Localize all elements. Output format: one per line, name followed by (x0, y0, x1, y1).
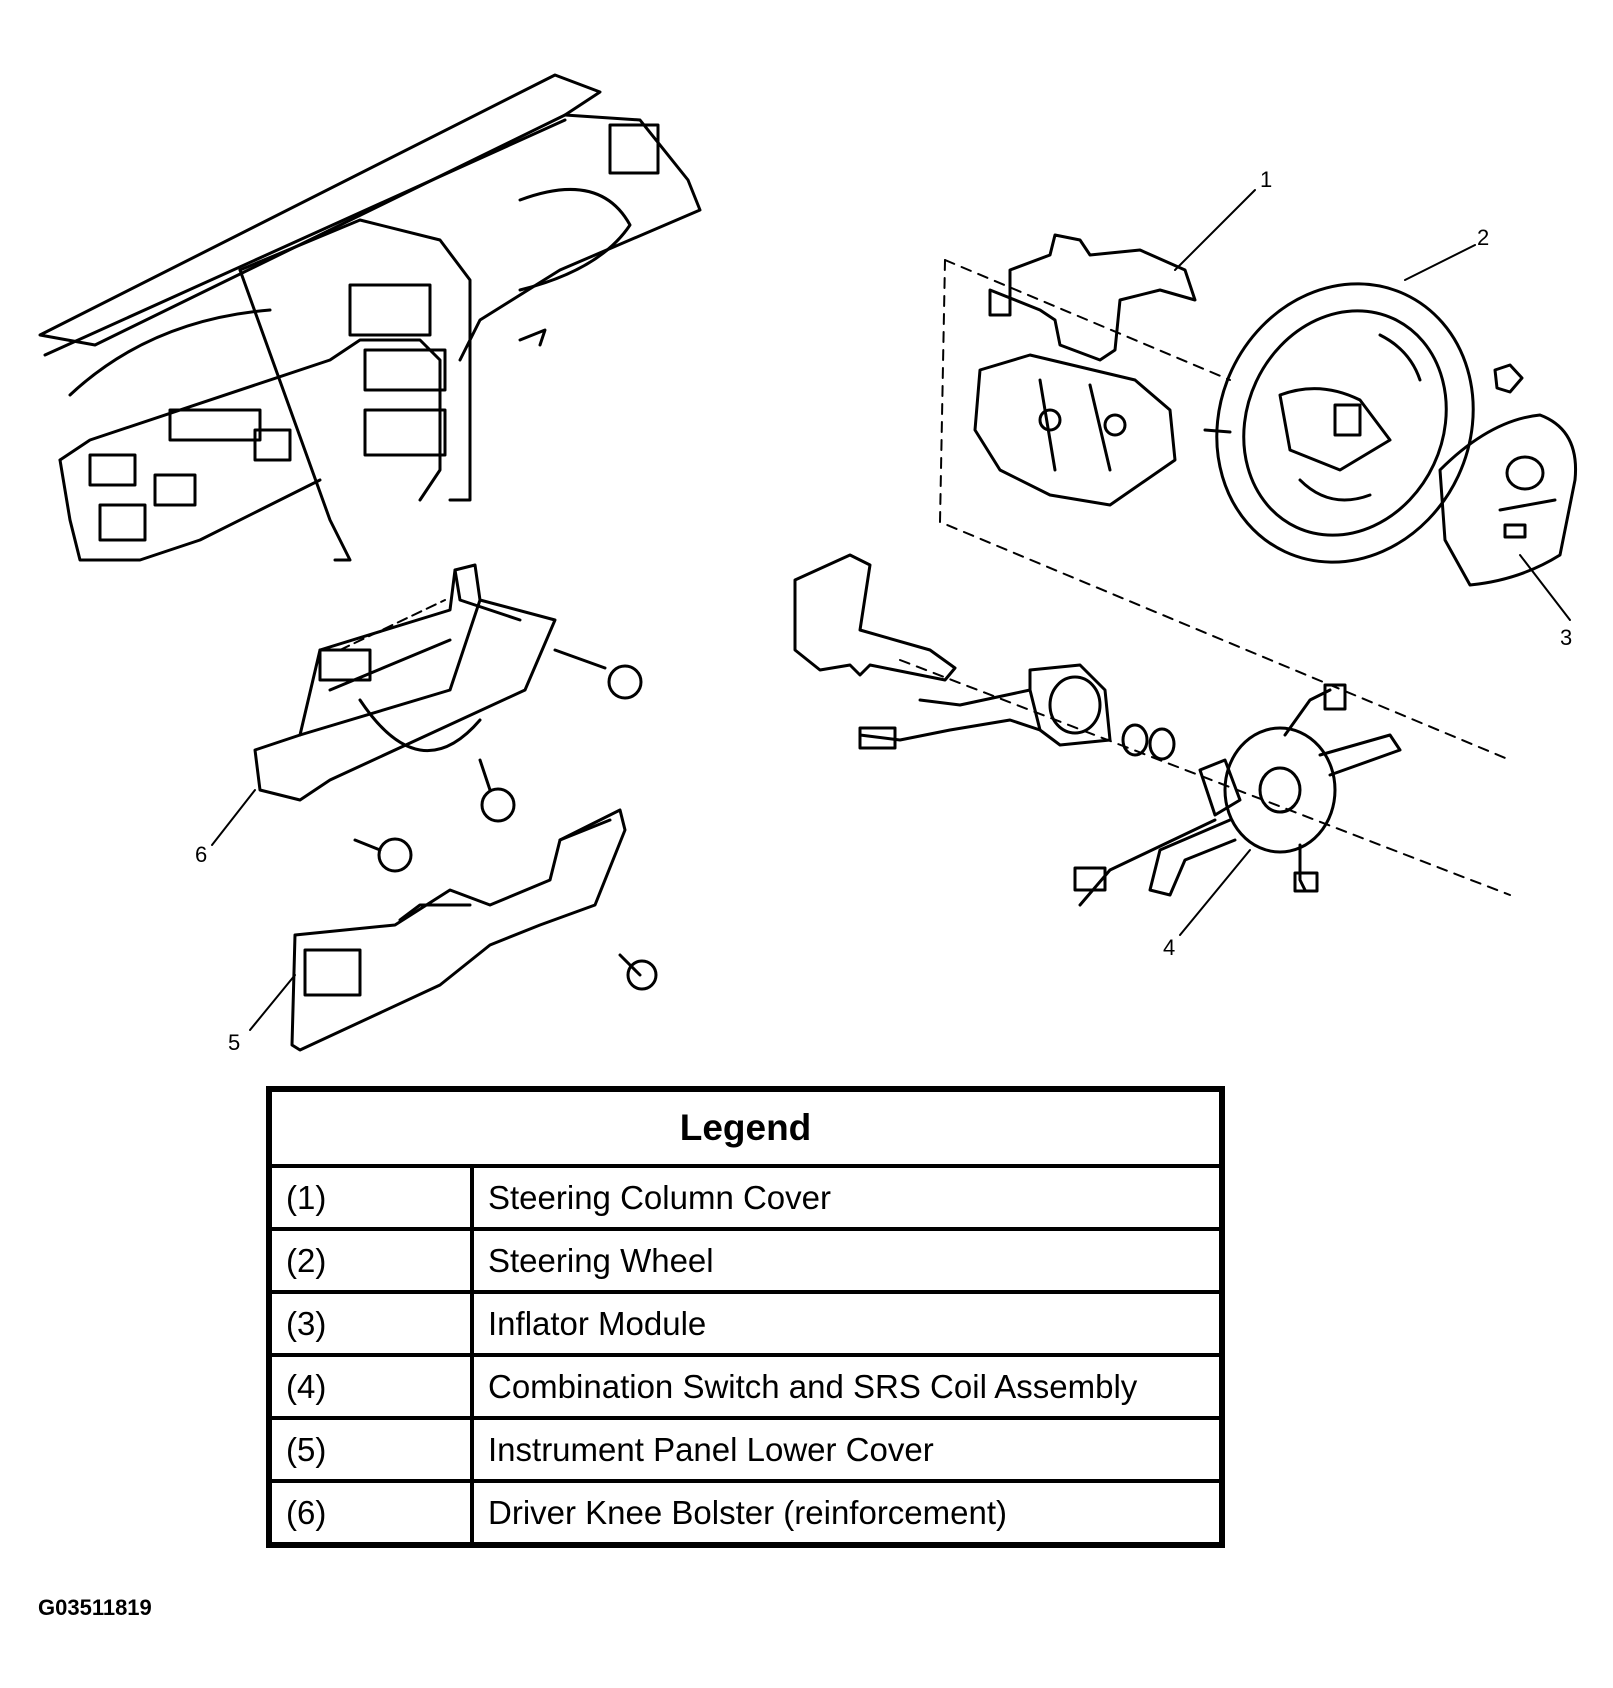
legend-label: Steering Column Cover (470, 1164, 1224, 1231)
legend-table: Legend (1) Steering Column Cover (2) Ste… (266, 1086, 1225, 1548)
figure-id: G03511819 (38, 1595, 152, 1620)
legend-label: Driver Knee Bolster (reinforcement) (470, 1479, 1224, 1547)
inflator-module-drawing (1438, 413, 1578, 587)
legend-number: (3) (267, 1290, 474, 1357)
legend-row: (5) Instrument Panel Lower Cover (267, 1416, 1224, 1483)
legend-number: (1) (267, 1164, 474, 1231)
legend-number: (4) (267, 1353, 474, 1420)
legend-row: (3) Inflator Module (267, 1290, 1224, 1357)
legend-title: Legend (267, 1087, 1224, 1168)
steering-wheel-drawing (1203, 282, 1524, 564)
callout-6: 6 (195, 842, 207, 867)
legend-label: Instrument Panel Lower Cover (470, 1416, 1224, 1483)
legend-row: (2) Steering Wheel (267, 1227, 1224, 1294)
legend-row: (6) Driver Knee Bolster (reinforcement) (267, 1479, 1224, 1547)
callout-4: 4 (1163, 935, 1175, 960)
callout-2: 2 (1477, 225, 1489, 250)
driver-knee-bolster-drawing (253, 563, 643, 873)
legend-row: (1) Steering Column Cover (267, 1164, 1224, 1231)
legend-row: (4) Combination Switch and SRS Coil Asse… (267, 1353, 1224, 1420)
legend-number: (6) (267, 1479, 474, 1547)
legend-label: Steering Wheel (470, 1227, 1224, 1294)
callout-3: 3 (1560, 625, 1572, 650)
legend-label: Inflator Module (470, 1290, 1224, 1357)
callout-5: 5 (228, 1030, 240, 1055)
legend-number: (5) (267, 1416, 474, 1483)
combination-switch-drawing (793, 553, 1402, 907)
instrument-panel-drawing (38, 73, 702, 562)
legend-label: Combination Switch and SRS Coil Assembly (470, 1353, 1224, 1420)
instrument-panel-lower-cover-drawing (290, 808, 658, 1052)
legend-number: (2) (267, 1227, 474, 1294)
callout-1: 1 (1260, 167, 1272, 192)
callout-leaders (211, 189, 1571, 1031)
exploded-parts-diagram: 1 2 3 4 5 6 (38, 73, 1578, 1055)
steering-column-cover-drawing (973, 233, 1197, 507)
